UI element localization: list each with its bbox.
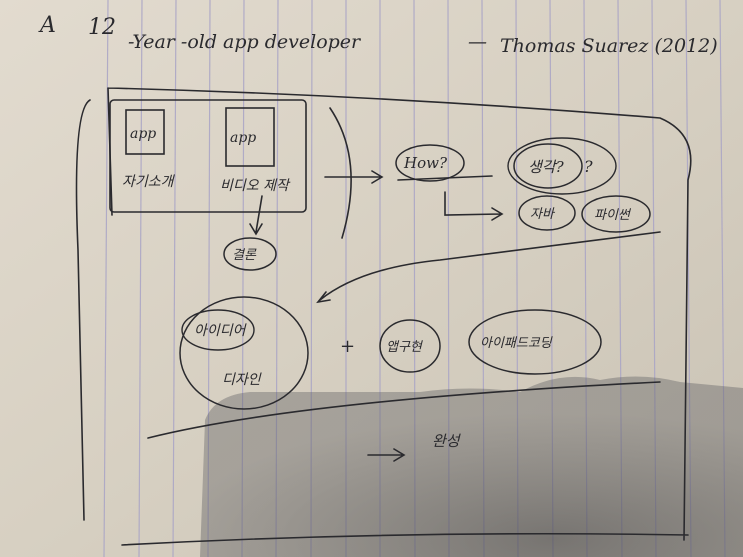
bubble-4-text: 아이패드코딩 — [480, 336, 553, 351]
bubble-3-outline — [379, 319, 441, 373]
idea-bubble-line2: 디자인 — [222, 372, 262, 388]
think-bubble-text: 생각? — [528, 158, 565, 176]
hand-shadow — [200, 376, 743, 557]
how-bubble-text: How? — [403, 154, 448, 172]
header-letter: A — [38, 13, 56, 38]
app-box-1-caption: 자기소개 — [122, 174, 176, 190]
think-bubble-outline — [513, 143, 583, 189]
app-box-1-label: app — [130, 126, 156, 142]
idea-bubble-inner-outline — [181, 309, 255, 351]
bubble-4-outline — [468, 309, 602, 375]
plus-sign: + — [340, 336, 355, 357]
arrow-text: 완성 — [432, 432, 462, 450]
bubble-3-text: 앱구현 — [386, 340, 424, 355]
result-bubble-outline — [223, 237, 277, 271]
bubble-2-text: 파이썬 — [594, 208, 632, 223]
header-dash: — — [468, 31, 487, 53]
how-bubble-outline — [395, 144, 465, 182]
header-phrase: -Year -old app developer — [128, 31, 362, 53]
header-author: Thomas Suarez (2012) — [500, 35, 718, 57]
header-age: 12 — [88, 15, 116, 40]
bubble-1-outline — [518, 195, 576, 231]
idea-bubble-outline — [179, 296, 309, 410]
app-box-2 — [225, 107, 275, 167]
app-box-2-caption: 비디오 제작 — [220, 178, 291, 194]
bubble-2-outline — [581, 195, 651, 233]
think-bubble-outline-outer — [507, 137, 617, 195]
bubble-1-text: 자바 — [530, 207, 556, 222]
result-bubble-text: 결론 — [232, 248, 257, 263]
app-box-1 — [125, 109, 165, 155]
think-question-mark: ? — [584, 157, 593, 176]
idea-bubble-line1: 아이디어 — [194, 323, 248, 339]
app-box-2-label: app — [230, 130, 256, 146]
